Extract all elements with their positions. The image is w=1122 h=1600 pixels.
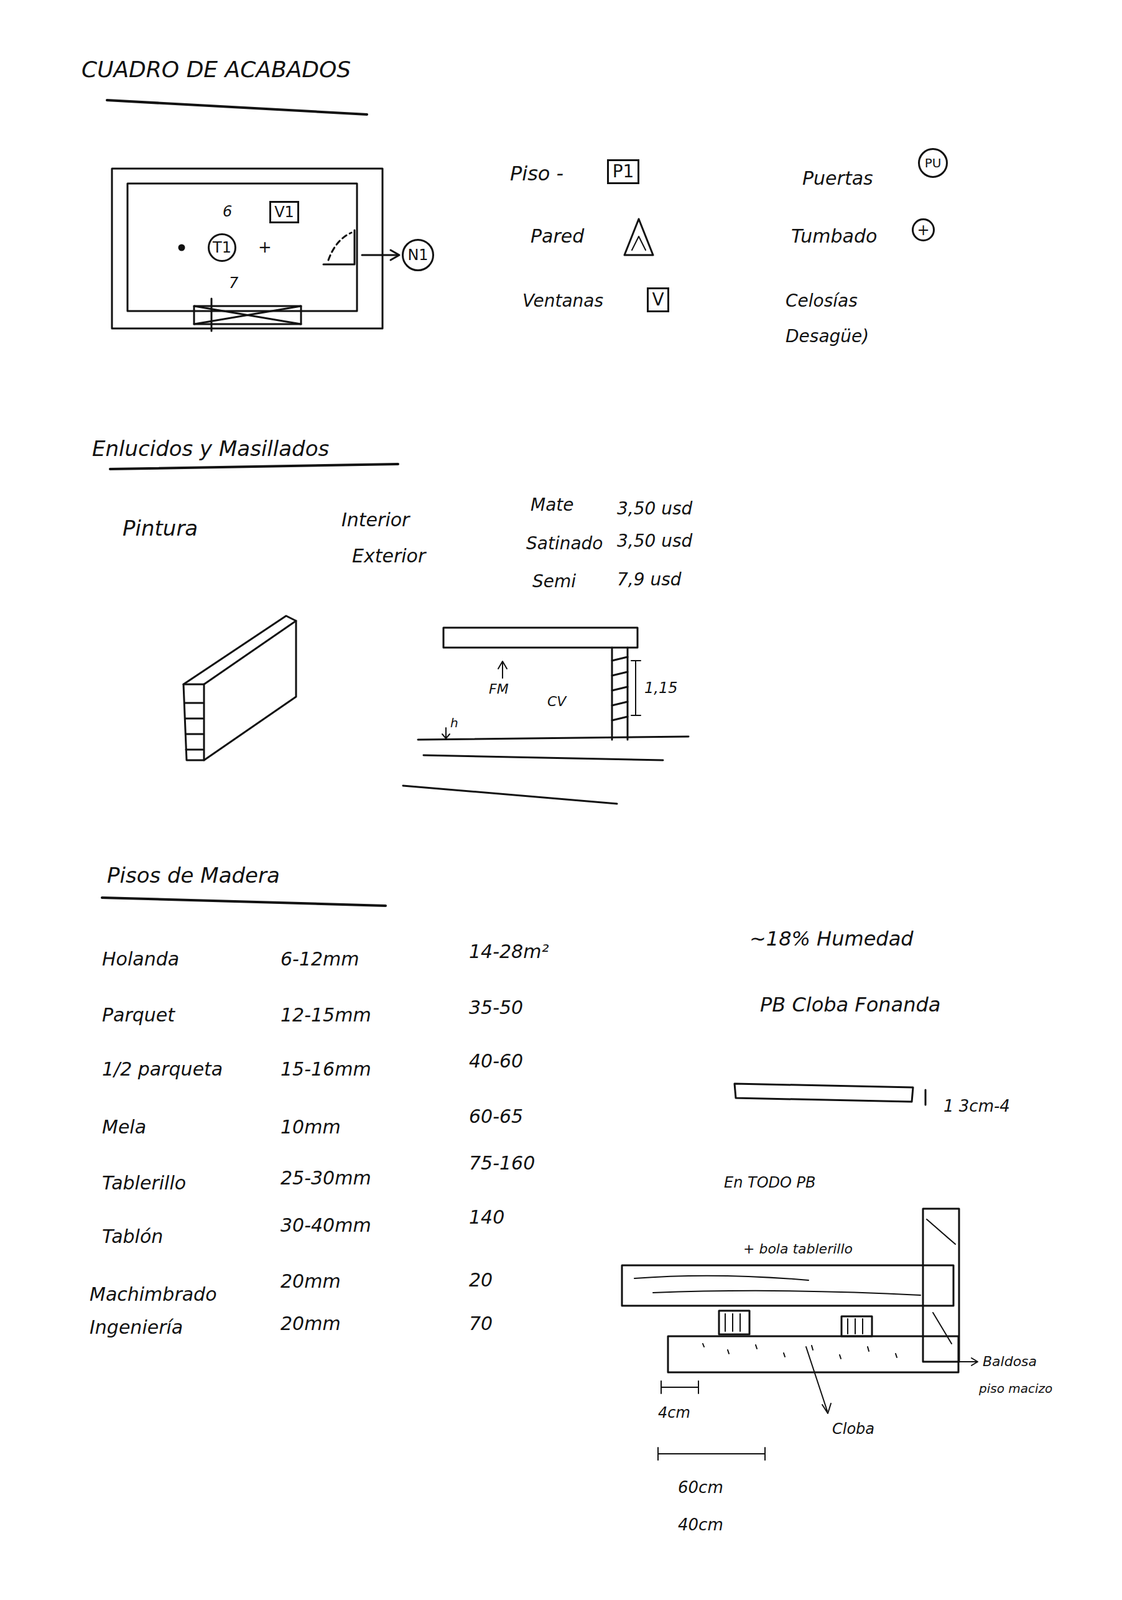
table-cell: 30-40mm <box>280 1214 372 1237</box>
section-label: CV <box>547 693 566 710</box>
note-text: PB Cloba Fonanda <box>760 993 941 1017</box>
table-cell: 12-15mm <box>280 1004 372 1027</box>
table-cell: 1/2 parqueta <box>102 1058 223 1081</box>
part-label: piso macizo <box>978 1381 1053 1396</box>
table-cell: 60-65 <box>468 1105 524 1128</box>
table-cell: 15-16mm <box>280 1058 372 1081</box>
part-label: Baldosa <box>982 1353 1037 1369</box>
table-cell: Tablón <box>102 1225 163 1248</box>
part-label: Cloba <box>832 1420 875 1438</box>
section-label: FM <box>488 681 509 697</box>
tag-text: PU <box>924 156 942 170</box>
note-text: Exterior <box>352 545 426 568</box>
table-cell: Tablerillo <box>102 1172 186 1195</box>
plan-mark: 7 <box>228 274 239 293</box>
table-cell: 140 <box>468 1206 505 1229</box>
dimension-label: 1 3cm-4 <box>943 1097 1011 1116</box>
legend-label: Desagüe) <box>785 326 869 347</box>
price-label: Semi <box>532 571 576 592</box>
table-cell: 70 <box>468 1312 493 1335</box>
legend-label: Celosías <box>785 291 858 311</box>
finish-tag: T1 <box>207 233 237 262</box>
table-cell: Mela <box>102 1116 147 1139</box>
window-tag: V1 <box>269 200 300 224</box>
dimension-label: 1,15 <box>644 679 678 698</box>
note-text: Pintura <box>122 516 198 541</box>
table-cell: 40-60 <box>468 1050 524 1073</box>
floor-symbol: P1 <box>607 159 640 185</box>
table-cell: 6-12mm <box>280 948 360 971</box>
window-symbol: V <box>646 287 670 313</box>
legend-label: Pared <box>530 225 585 248</box>
table-cell: 35-50 <box>468 996 524 1019</box>
table-cell: Parquet <box>102 1004 175 1027</box>
plan-mark: 6 <box>222 203 232 221</box>
tag-text: V1 <box>274 204 295 220</box>
section-heading: Enlucidos y Masillados <box>92 436 330 461</box>
table-cell: Holanda <box>102 948 180 971</box>
table-cell: Machimbrado <box>89 1283 218 1306</box>
door-tag: N1 <box>401 238 435 272</box>
section-heading: Pisos de Madera <box>106 863 280 888</box>
table-cell: 10mm <box>280 1116 341 1139</box>
legend-label: Puertas <box>802 167 874 190</box>
tag-text: V <box>651 291 664 309</box>
table-cell: 75-160 <box>468 1152 535 1175</box>
dimension-label: 40cm <box>677 1515 724 1535</box>
note-text: ~18% Humedad <box>749 927 914 951</box>
price-value: 3,50 usd <box>616 498 693 519</box>
note-text: Interior <box>341 509 410 532</box>
dimension-label: 60cm <box>677 1478 724 1498</box>
table-cell: 20mm <box>280 1270 341 1293</box>
dimension-label: 4cm <box>658 1404 691 1422</box>
price-label: Satinado <box>526 533 604 554</box>
note-text: En TODO PB <box>723 1174 816 1192</box>
table-cell: Ingeniería <box>89 1316 183 1339</box>
part-label: + bola tablerillo <box>743 1240 853 1257</box>
legend-label: Piso - <box>510 162 564 186</box>
price-value: 3,50 usd <box>616 531 693 552</box>
tag-text: N1 <box>407 247 428 263</box>
plan-mark: + <box>258 238 272 257</box>
tag-text: T1 <box>212 240 232 255</box>
page-heading: CUADRO DE ACABADOS <box>81 56 351 83</box>
section-label: h <box>450 715 459 731</box>
table-cell: 20mm <box>280 1312 341 1335</box>
door-symbol: PU <box>918 148 948 178</box>
ceiling-symbol: + <box>911 218 935 242</box>
table-cell: 20 <box>468 1269 493 1292</box>
tag-text: + <box>916 222 930 238</box>
price-label: Mate <box>530 495 575 515</box>
price-value: 7,9 usd <box>616 569 682 590</box>
tag-text: P1 <box>612 162 635 181</box>
legend-label: Tumbado <box>791 225 877 248</box>
table-cell: 25-30mm <box>280 1167 372 1190</box>
legend-label: Ventanas <box>522 291 604 311</box>
table-cell: 14-28m² <box>468 941 549 963</box>
